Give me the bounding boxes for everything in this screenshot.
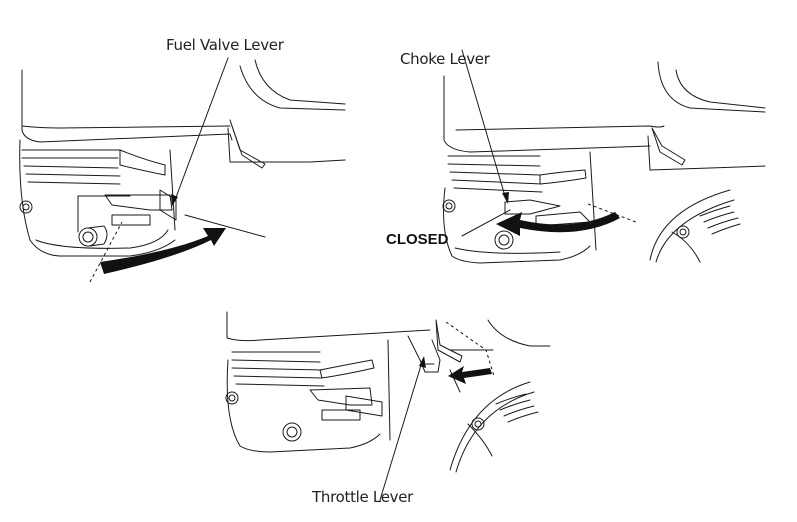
open-arrow-icon	[100, 228, 226, 274]
closed-state-label: CLOSED	[386, 231, 449, 248]
fuel-valve-lever-label: Fuel Valve Lever	[166, 36, 284, 54]
throttle-lever-label: Throttle Lever	[312, 488, 414, 506]
choke-lever-label: Choke Lever	[400, 50, 490, 68]
throttle-arrow-icon	[448, 366, 492, 384]
closed-arrow-icon	[496, 212, 620, 236]
